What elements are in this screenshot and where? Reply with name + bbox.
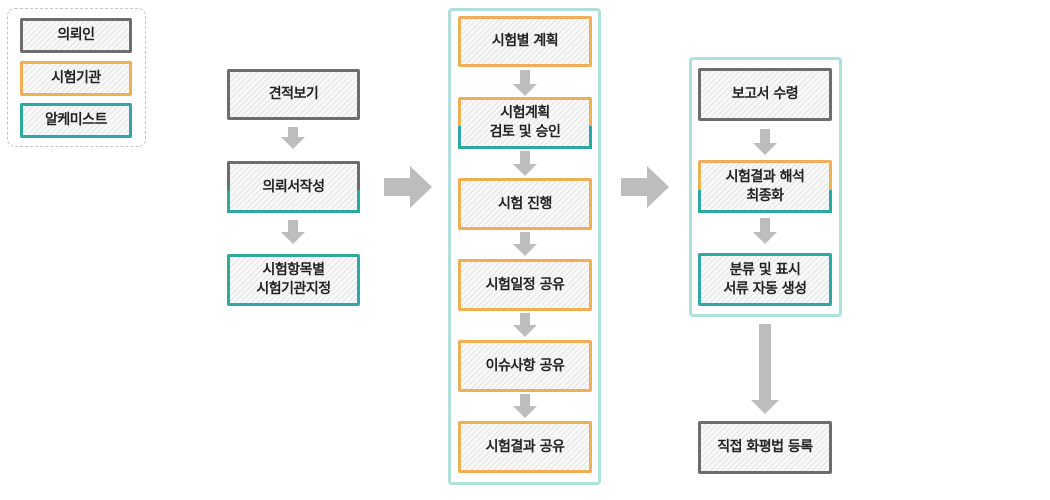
step-result-share: 시험결과 공유 [458, 421, 592, 473]
legend [7, 8, 146, 147]
step-test-progress: 시험 진행 [458, 178, 592, 230]
step-assign-line2: 시험기관지정 [256, 281, 331, 297]
arrow-right-icon [621, 166, 669, 208]
step-result-share-label: 시험결과 공유 [485, 438, 565, 455]
legend-alchemist-label: 알케미스트 [45, 112, 107, 128]
step-auto-docs-line2: 서류 자동 생성 [723, 280, 807, 297]
step-receive-report-label: 보고서 수령 [731, 86, 799, 102]
step-test-plan-label: 시험별 계획 [491, 33, 559, 49]
step-auto-docs-line1: 분류 및 표시 [729, 261, 801, 278]
legend-institution: 시험기관 [20, 61, 132, 96]
arrow-down-icon [281, 127, 305, 149]
arrow-right-icon [384, 166, 432, 208]
legend-client-label: 의뢰인 [57, 27, 95, 43]
legend-alchemist: 알케미스트 [20, 103, 132, 138]
arrow-down-icon [513, 151, 537, 176]
step-quote-label: 견적보기 [268, 86, 319, 102]
step-auto-docs: 분류 및 표시 서류 자동 생성 [698, 253, 832, 306]
step-direct-registration: 직접 화평법 등록 [698, 421, 832, 474]
arrow-down-long-icon [751, 324, 779, 414]
arrow-down-icon [513, 232, 537, 256]
step-issue-share-label: 이슈사항 공유 [485, 357, 565, 374]
legend-client: 의뢰인 [20, 18, 132, 53]
arrow-down-icon [513, 313, 537, 337]
step-interpret-results: 시험결과 해석 최종화 [698, 160, 832, 213]
step-receive-report: 보고서 수령 [698, 68, 832, 121]
step-issue-share: 이슈사항 공유 [458, 340, 592, 392]
step-direct-registration-label: 직접 화평법 등록 [717, 439, 813, 455]
step-plan-review-line2: 검토 및 승인 [489, 124, 561, 140]
step-assign-line1: 시험항목별 [262, 262, 325, 278]
arrow-down-icon [753, 129, 777, 155]
step-test-plan: 시험별 계획 [458, 16, 592, 67]
step-plan-review-line1: 시험계획 [500, 105, 550, 121]
arrow-down-icon [513, 394, 537, 418]
step-schedule-share-label: 시험일정 공유 [485, 276, 565, 293]
step-assign-institution: 시험항목별 시험기관지정 [227, 254, 360, 306]
step-interpret-line1: 시험결과 해석 [725, 168, 805, 185]
step-quote: 견적보기 [227, 69, 360, 120]
step-interpret-line2: 최종화 [746, 187, 784, 204]
legend-institution-label: 시험기관 [51, 70, 101, 86]
step-test-progress-label: 시험 진행 [498, 195, 552, 212]
arrow-down-icon [513, 70, 537, 96]
step-request-form-label: 의뢰서작성 [262, 178, 325, 195]
arrow-down-icon [753, 218, 777, 244]
step-request-form: 의뢰서작성 [227, 161, 360, 213]
arrow-down-icon [281, 220, 305, 244]
step-schedule-share: 시험일정 공유 [458, 259, 592, 311]
step-plan-review: 시험계획 검토 및 승인 [458, 97, 592, 149]
